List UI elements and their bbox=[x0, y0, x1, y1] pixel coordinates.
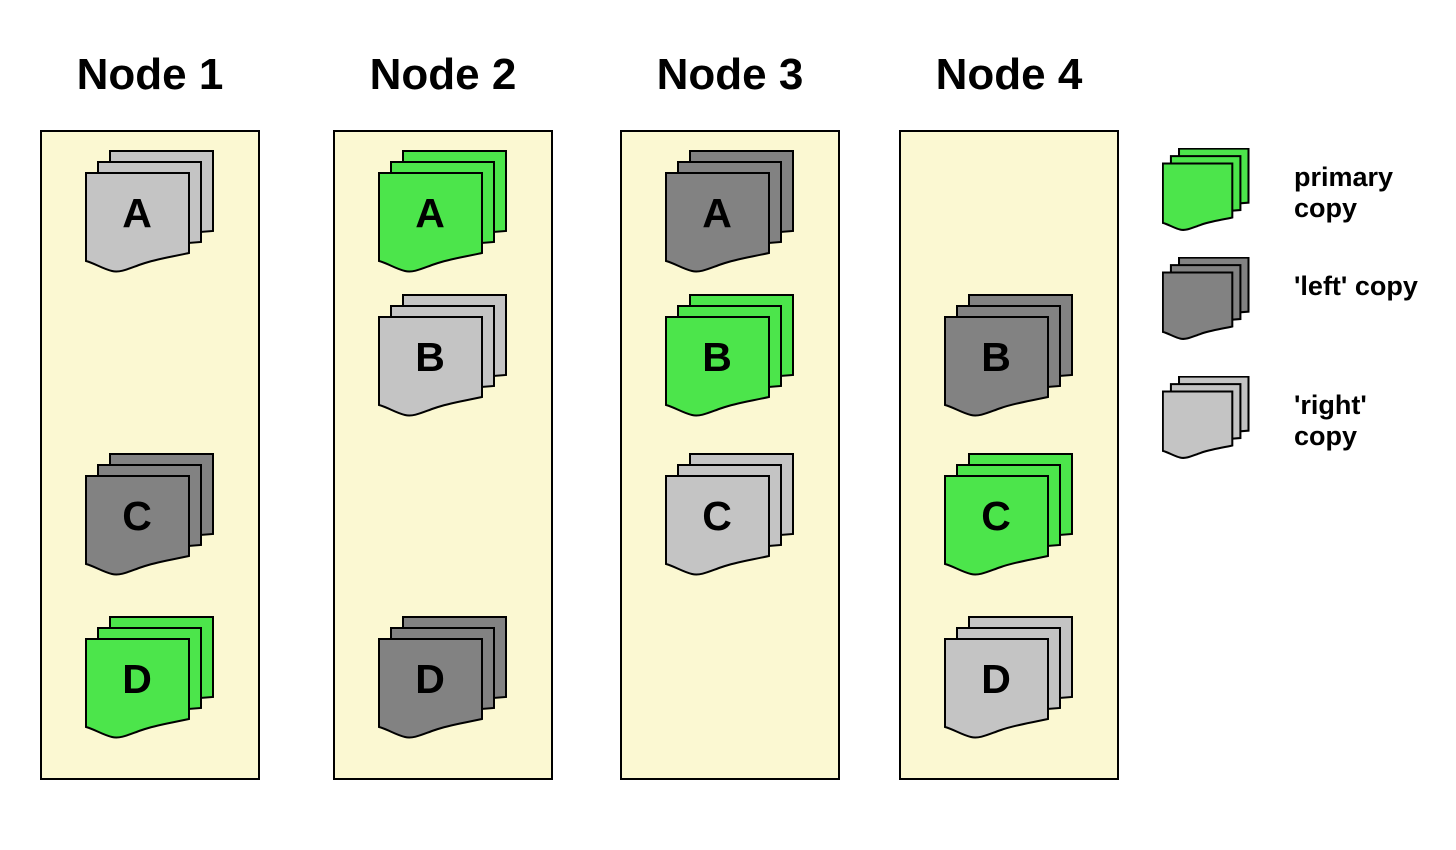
shard-stack-b: B bbox=[665, 294, 795, 420]
legend-label: 'right' copy bbox=[1294, 390, 1367, 451]
shard-letter: C bbox=[702, 493, 732, 539]
shard-letter: D bbox=[981, 656, 1011, 702]
node-panel: A B D bbox=[333, 130, 553, 780]
document-stack-icon bbox=[378, 150, 507, 273]
legend-stack-icon bbox=[1162, 148, 1250, 231]
legend-label: primary copy bbox=[1294, 162, 1394, 223]
document-stack-icon bbox=[665, 150, 794, 273]
node-panel: A C D bbox=[40, 130, 260, 780]
shard-letter: B bbox=[702, 334, 732, 380]
document-stack-icon bbox=[85, 150, 214, 273]
document-stack-icon bbox=[944, 294, 1073, 417]
shard-stack-a: A bbox=[378, 150, 508, 276]
shard-letter: A bbox=[122, 190, 152, 236]
shard-stack-b: B bbox=[944, 294, 1074, 420]
shard-letter: A bbox=[702, 190, 732, 236]
node-column-2: Node 2 A B bbox=[333, 0, 553, 790]
shard-letter: D bbox=[122, 656, 152, 702]
document-stack-icon bbox=[944, 616, 1073, 739]
legend-item-left-copy: 'left' copy bbox=[1162, 257, 1442, 357]
legend-item-right-copy: 'right' copy bbox=[1162, 376, 1442, 476]
node-column-1: Node 1 A C bbox=[40, 0, 260, 790]
shard-stack-a: A bbox=[85, 150, 215, 276]
document-stack-icon bbox=[85, 453, 214, 576]
shard-stack-a: A bbox=[665, 150, 795, 276]
shard-letter: C bbox=[122, 493, 152, 539]
legend-stack-icon bbox=[1162, 376, 1250, 459]
document-stack-icon bbox=[378, 616, 507, 739]
node-column-4: Node 4 B C bbox=[899, 0, 1119, 790]
document-stack-icon bbox=[944, 453, 1073, 576]
shard-stack-c: C bbox=[665, 453, 795, 579]
shard-stack-d: D bbox=[378, 616, 508, 742]
shard-letter: D bbox=[415, 656, 445, 702]
node-title: Node 2 bbox=[369, 50, 517, 99]
legend-item-primary: primary copy bbox=[1162, 148, 1442, 248]
shard-stack-b: B bbox=[378, 294, 508, 420]
node-panel: A B C bbox=[620, 130, 840, 780]
node-column-3: Node 3 A B bbox=[620, 0, 840, 790]
node-title: Node 1 bbox=[76, 50, 224, 99]
shard-stack-d: D bbox=[85, 616, 215, 742]
shard-stack-d: D bbox=[944, 616, 1074, 742]
shard-letter: B bbox=[981, 334, 1011, 380]
node-title: Node 4 bbox=[935, 50, 1083, 99]
shard-letter: C bbox=[981, 493, 1011, 539]
node-title: Node 3 bbox=[656, 50, 804, 99]
legend: primary copy 'left' copy 'right' copy bbox=[1162, 0, 1442, 500]
shard-stack-c: C bbox=[944, 453, 1074, 579]
legend-label: 'left' copy bbox=[1294, 271, 1418, 301]
document-stack-icon bbox=[665, 294, 794, 417]
shard-stack-c: C bbox=[85, 453, 215, 579]
shard-letter: A bbox=[415, 190, 445, 236]
legend-stack-icon bbox=[1162, 257, 1250, 340]
shard-letter: B bbox=[415, 334, 445, 380]
document-stack-icon bbox=[85, 616, 214, 739]
document-stack-icon bbox=[378, 294, 507, 417]
node-panel: B C D bbox=[899, 130, 1119, 780]
document-stack-icon bbox=[665, 453, 794, 576]
